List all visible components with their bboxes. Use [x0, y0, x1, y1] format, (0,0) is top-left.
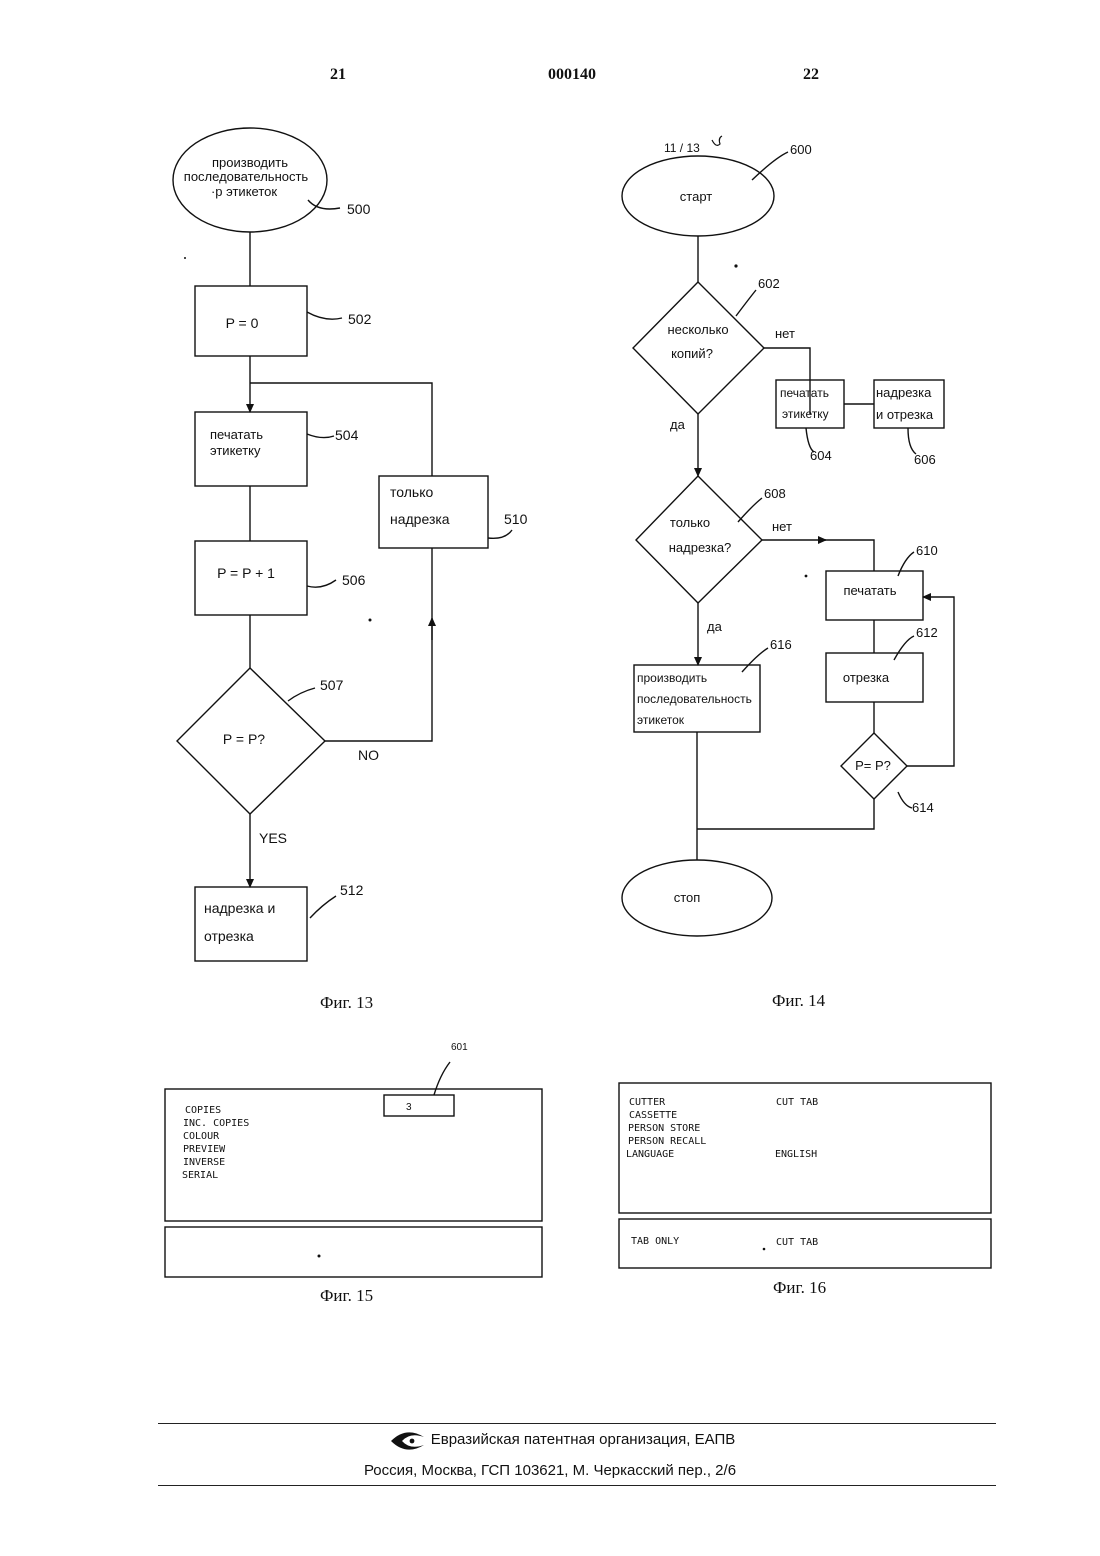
fig13-ref-507: 507: [320, 677, 344, 693]
fig14-notch-cut-text-2: и отрезка: [876, 407, 934, 422]
fig14-yes2-label: да: [707, 619, 723, 634]
fig15-copies-value: 3: [406, 1102, 412, 1113]
fig13-flowchart: производить последовательность ·р этикет…: [173, 128, 528, 961]
fig13-print-text-2: этикетку: [210, 443, 261, 458]
fig14-produce-text-3: этикеток: [637, 713, 685, 727]
fig14-yes1-label: да: [670, 417, 686, 432]
fig14-ref-610: 610: [916, 543, 938, 558]
fig15-status-panel: [165, 1227, 542, 1277]
fig13-ref-504: 504: [335, 427, 359, 443]
fig15-menu-item: INC. COPIES: [183, 1117, 249, 1130]
fig13-decision-text: P = P?: [223, 731, 265, 747]
fig16-language-value: ENGLISH: [775, 1148, 817, 1161]
fig13-ref-510: 510: [504, 511, 528, 527]
fig13-start-text-3: ·р этикеток: [211, 184, 277, 199]
fig14-notch-cut-text-1: надрезка: [876, 385, 932, 400]
fig14-stop-text: стоп: [674, 890, 701, 905]
fig13-yes-label: YES: [259, 830, 287, 846]
fig13-start-text-1: производить: [212, 155, 288, 170]
footer-org: Евразийская патентная организация, ЕАПВ: [0, 1431, 1100, 1448]
fig14-print-label-text-1: печатать: [780, 386, 829, 400]
fig14-ref-604: 604: [810, 448, 832, 463]
fig13-final-box: [195, 887, 307, 961]
fig14-ref-600: 600: [790, 142, 812, 157]
fig14-no2-label: нет: [772, 519, 792, 534]
fig14-ref-616: 616: [770, 637, 792, 652]
fig13-increment-text: P = P + 1: [217, 565, 275, 581]
fig13-ref-506: 506: [342, 572, 366, 588]
fig14-print-label-text-2: этикетку: [782, 407, 829, 421]
fig14-decision3-text: P= P?: [855, 758, 891, 773]
fig13-leader-500: [308, 200, 340, 209]
fig13-p-zero-text: P = 0: [226, 315, 259, 331]
fig13-notch-text-1: только: [390, 484, 433, 500]
fig14-start-text: старт: [680, 189, 712, 204]
fig16-menu-item: LANGUAGE: [626, 1148, 706, 1161]
fig15-copies-value-box: [384, 1095, 454, 1116]
fig14-ref-606: 606: [914, 452, 936, 467]
fig16-menu-item: PERSON RECALL: [628, 1135, 706, 1148]
fig14-no1-label: нет: [775, 326, 795, 341]
fig16-menu-item: CASSETTE: [629, 1109, 706, 1122]
fig16-menu-item: PERSON STORE: [628, 1122, 706, 1135]
fig14-caption: Фиг. 14: [772, 991, 825, 1011]
fig16-menu-item: CUTTER: [629, 1096, 706, 1109]
fig15-menu-item: SERIAL: [182, 1169, 249, 1182]
footer-rule-bottom: [158, 1485, 996, 1486]
fig14-cut-text: отрезка: [843, 670, 890, 685]
fig13-final-text-1: надрезка и: [204, 900, 275, 916]
fig14-print-text: печатать: [843, 583, 896, 598]
fig16-caption: Фиг. 16: [773, 1278, 826, 1298]
fig13-final-text-2: отрезка: [204, 928, 254, 944]
footer-rule-top: [158, 1423, 996, 1424]
fig15-menu-item: PREVIEW: [183, 1143, 249, 1156]
fig15-caption: Фиг. 15: [320, 1286, 373, 1306]
fig15-ref-601: 601: [451, 1042, 468, 1053]
fig16-status-value: CUT TAB: [776, 1236, 818, 1249]
footer-address: Россия, Москва, ГСП 103621, М. Черкасски…: [0, 1462, 1100, 1479]
fig16-status-label: TAB ONLY: [631, 1235, 679, 1248]
fig14-ref-602: 602: [758, 276, 780, 291]
fig14-ref-608: 608: [764, 486, 786, 501]
fig13-ref-500: 500: [347, 201, 371, 217]
fig14-ref-614: 614: [912, 800, 934, 815]
fig14-decision2-text-2: надрезка?: [669, 540, 732, 555]
fig13-ref-502: 502: [348, 311, 372, 327]
fig14-scribble: 11 / 13: [664, 141, 700, 155]
fig14-produce-text-2: последовательность: [637, 692, 752, 706]
fig13-no-label: NO: [358, 747, 379, 763]
fig15-menu-item: COPIES: [185, 1104, 249, 1117]
fig16-cutter-value: CUT TAB: [776, 1096, 818, 1109]
fig13-print-text-1: печатать: [210, 427, 263, 442]
fig14-decision2-text-1: только: [670, 515, 710, 530]
fig15-menu: COPIES INC. COPIES COLOUR PREVIEW INVERS…: [185, 1104, 249, 1182]
fig14-produce-text-1: производить: [637, 671, 707, 685]
fig15-menu-item: INVERSE: [183, 1156, 249, 1169]
fig16-menu: CUTTER CASSETTE PERSON STORE PERSON RECA…: [629, 1096, 706, 1161]
fig14-flowchart: 11 / 13 старт 600 несколько копий? 602 н…: [622, 136, 954, 936]
fig14-decision1-text-2: копий?: [671, 346, 713, 361]
fig15-menu-item: COLOUR: [183, 1130, 249, 1143]
fig13-notch-text-2: надрезка: [390, 511, 450, 527]
fig13-caption: Фиг. 13: [320, 993, 373, 1013]
fig13-start-text-2: последовательность: [184, 169, 309, 184]
fig13-ref-512: 512: [340, 882, 364, 898]
fig14-ref-612: 612: [916, 625, 938, 640]
fig14-decision1-text-1: несколько: [667, 322, 728, 337]
